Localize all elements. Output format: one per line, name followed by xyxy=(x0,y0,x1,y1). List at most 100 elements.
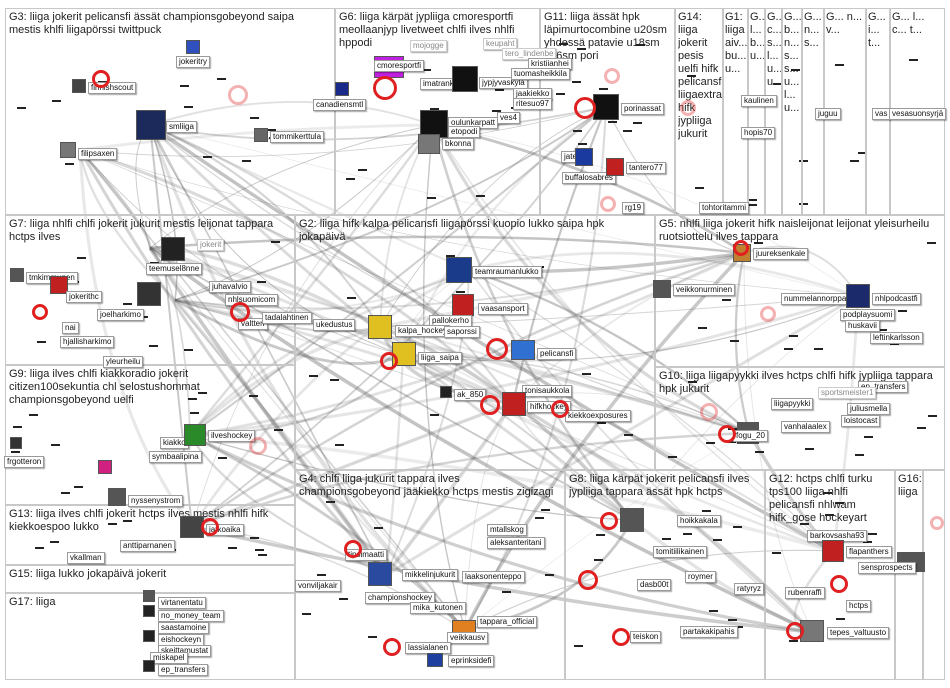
node-label[interactable]: frgotteron xyxy=(4,456,45,468)
node-label[interactable]: kalpa_hockey xyxy=(395,325,450,337)
node-label[interactable]: ep_transfers xyxy=(158,664,209,676)
edge xyxy=(189,434,633,521)
node-label[interactable]: virtanentatu xyxy=(158,597,206,609)
node-label[interactable]: ves4 xyxy=(497,112,520,124)
node-label[interactable]: cmoresportfi xyxy=(374,60,425,72)
node-label[interactable]: mika_kutonen xyxy=(410,602,466,614)
node-label[interactable]: vas xyxy=(872,108,891,120)
node-label[interactable]: huskavii xyxy=(845,320,880,332)
isolated-node-marker xyxy=(29,413,39,416)
node-label[interactable]: hjallisharkimo xyxy=(60,336,115,348)
node-label[interactable]: smliiga xyxy=(166,121,197,133)
node-label[interactable]: veikkausv xyxy=(447,632,489,644)
node-label[interactable]: loistocast xyxy=(841,415,881,427)
node-label[interactable]: liiga_saipa xyxy=(418,352,462,364)
node-label[interactable]: hoikkakala xyxy=(677,515,721,527)
node-label[interactable]: jypjyvaskyla xyxy=(479,77,528,89)
node-label[interactable]: dasb00t xyxy=(637,579,672,591)
node-label[interactable]: symbaalipina xyxy=(149,451,202,463)
node-label[interactable]: fogu_20 xyxy=(733,430,768,442)
node-label[interactable]: mtallskog xyxy=(487,524,527,536)
node-icon xyxy=(72,79,86,93)
node-label[interactable]: ritesuo97 xyxy=(513,98,552,110)
node-label[interactable]: vaasansport xyxy=(478,303,528,315)
node-label[interactable]: hctps xyxy=(846,600,872,612)
node-label[interactable]: tantero77 xyxy=(626,162,666,174)
node-label[interactable]: sportsmeister1 xyxy=(818,387,877,399)
node-label[interactable]: rubenraffi xyxy=(785,587,825,599)
node-label[interactable]: flapanthers xyxy=(846,546,892,558)
node-label[interactable]: mojogge xyxy=(410,40,447,52)
node-label[interactable]: saporssi xyxy=(444,326,480,338)
node-label[interactable]: veikkonurminen xyxy=(673,284,736,296)
node-label[interactable]: teiskon xyxy=(630,631,662,643)
node-label[interactable]: keupaht xyxy=(483,38,518,50)
node-label[interactable]: juhavalvio xyxy=(209,281,251,293)
isolated-node-marker xyxy=(668,455,678,458)
node-label[interactable]: aleksanteritani xyxy=(487,537,545,549)
group-label: G9: liiga ilves chlfi kiakkoradio jokeri… xyxy=(9,368,200,406)
node-label[interactable]: jokeritry xyxy=(176,56,211,68)
node-label[interactable]: laaksonenteppo xyxy=(462,571,525,583)
node-label[interactable]: bkonna xyxy=(442,138,475,150)
node-label[interactable]: vesasuonsyrjä xyxy=(889,108,947,120)
node-label[interactable]: leftinkarlsson xyxy=(870,332,923,344)
node-label[interactable]: jokerit xyxy=(197,239,225,251)
node-label[interactable]: ilveshockey xyxy=(208,430,256,442)
node-label[interactable]: eprinksidefi xyxy=(448,655,495,667)
node-label[interactable]: tepes_valtuusto xyxy=(827,627,890,639)
edge xyxy=(734,252,751,434)
node-label[interactable]: pelicansfi xyxy=(537,348,577,360)
node-label[interactable]: tappara_official xyxy=(477,616,538,628)
node-label[interactable]: porinassat xyxy=(621,103,664,115)
node-label[interactable]: no_money_team xyxy=(158,610,224,622)
node-label[interactable]: nai xyxy=(62,322,79,334)
edge xyxy=(512,252,745,404)
node-label[interactable]: imatranke xyxy=(420,78,462,90)
isolated-node-marker xyxy=(927,414,937,417)
node-label[interactable]: anttiparnanen xyxy=(120,540,175,552)
node-label[interactable]: nhlpodcastfi xyxy=(872,293,921,305)
node-label[interactable]: nyssenystrom xyxy=(128,495,184,507)
node-label[interactable]: miskapel xyxy=(150,652,188,664)
node-label[interactable]: ukedustus xyxy=(313,319,356,331)
node-label[interactable]: tommikerttula xyxy=(270,131,325,143)
node-label[interactable]: etopodi xyxy=(448,126,481,138)
node-label[interactable]: saastamoine xyxy=(158,622,210,634)
node-label[interactable]: ratyryz xyxy=(734,583,764,595)
node-label[interactable]: juureksenkale xyxy=(753,248,809,260)
node-label[interactable]: kiekkoexposures xyxy=(565,410,631,422)
node-label[interactable]: vanhalaalex xyxy=(781,421,830,433)
node-label[interactable]: joelharkimo xyxy=(97,309,144,321)
node-label[interactable]: partakakipahis xyxy=(680,626,738,638)
node-label[interactable]: tomitiilikainen xyxy=(653,546,708,558)
node-label[interactable]: valtteri xyxy=(238,318,268,330)
edge xyxy=(149,124,404,356)
node-label[interactable]: vonviljakair xyxy=(295,580,341,592)
node-label[interactable]: juguu xyxy=(815,108,841,120)
node-label[interactable]: mikkelinjukurit xyxy=(402,569,459,581)
node-label[interactable]: nummelannorppa xyxy=(781,293,850,305)
node-label[interactable]: rg19 xyxy=(622,202,645,214)
node-label[interactable]: filipsaxen xyxy=(78,148,118,160)
node-label[interactable]: sensprospects xyxy=(858,562,916,574)
node-label[interactable]: liigapyykki xyxy=(771,398,814,410)
node-label[interactable]: hopis70 xyxy=(741,127,776,139)
node-label[interactable]: vkallman xyxy=(67,552,105,564)
node-label[interactable]: buffalosabres xyxy=(562,172,616,184)
node-label[interactable]: tadalahtinen xyxy=(262,312,312,324)
node-label[interactable]: roymer xyxy=(685,571,716,583)
self-loop-ring xyxy=(230,302,250,322)
node-label[interactable]: juliusmella xyxy=(847,403,891,415)
node-label[interactable]: canadiensmtl xyxy=(313,99,367,111)
node-label[interactable]: yleurheilu xyxy=(103,356,144,368)
node-label[interactable]: tohtoritammi xyxy=(699,202,750,214)
node-label[interactable]: tonisaukkola xyxy=(522,385,573,397)
node-label[interactable]: tuomasheikkila xyxy=(511,68,570,80)
node-label[interactable]: championshockey xyxy=(365,592,436,604)
node-label[interactable]: kaulinen xyxy=(741,95,777,107)
node-label[interactable]: jokerithc xyxy=(66,291,102,303)
node-label[interactable]: kiakko xyxy=(160,437,189,449)
node-label[interactable]: teamraumanlukko xyxy=(472,266,542,278)
node-label[interactable]: teemusel8nne xyxy=(146,263,203,275)
